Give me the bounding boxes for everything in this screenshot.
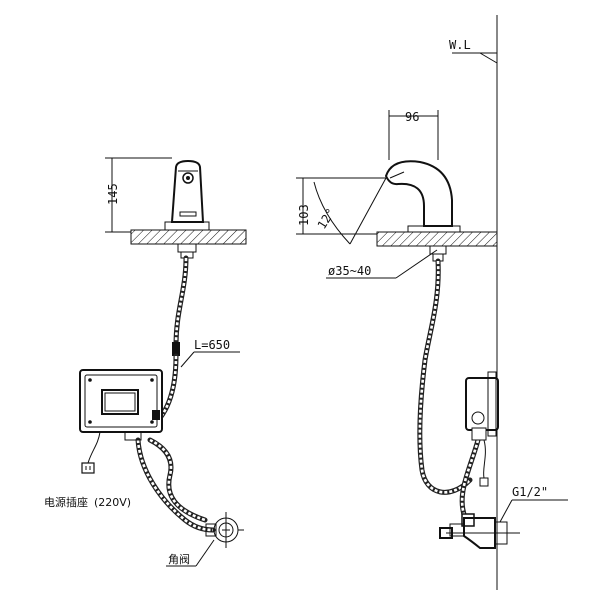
- angle-valve-front: [205, 512, 244, 548]
- hose-length-leader: [180, 351, 195, 368]
- side-hose: [417, 258, 489, 523]
- front-faucet-body: [170, 159, 205, 223]
- hole-dim-leader: [395, 249, 438, 279]
- control-box: [79, 369, 163, 441]
- dim-height-side-label: 103: [297, 204, 311, 226]
- side-control-box: [465, 371, 499, 441]
- front-view: [105, 157, 247, 259]
- thread-label: G1/2": [512, 485, 548, 499]
- voltage-label: (220V): [94, 496, 131, 509]
- wall-line-label: W.L: [449, 38, 471, 52]
- wall: [452, 15, 498, 590]
- dim-angle-label: 12°: [315, 206, 338, 232]
- angle-valve-label: 角阀: [168, 552, 190, 566]
- dim-width-label: 96: [405, 110, 419, 124]
- power-socket-label: 电源插座: [44, 495, 88, 509]
- front-countertop: [130, 229, 247, 245]
- side-faucet-spout: [384, 160, 453, 227]
- front-hose: [135, 255, 216, 533]
- hose-length-label: L=650: [194, 338, 230, 352]
- dim-hole-label: ø35~40: [328, 264, 371, 278]
- angle-valve-leader: [195, 539, 215, 567]
- dim-height-front-label: 145: [106, 183, 120, 205]
- angle-valve-side: [439, 513, 520, 549]
- hose-connector: [172, 342, 180, 356]
- thread-leader: [499, 499, 513, 523]
- side-view: [296, 110, 498, 262]
- front-base-plate: [164, 221, 210, 231]
- power-plug-icon: [81, 431, 101, 474]
- side-countertop: [376, 231, 498, 247]
